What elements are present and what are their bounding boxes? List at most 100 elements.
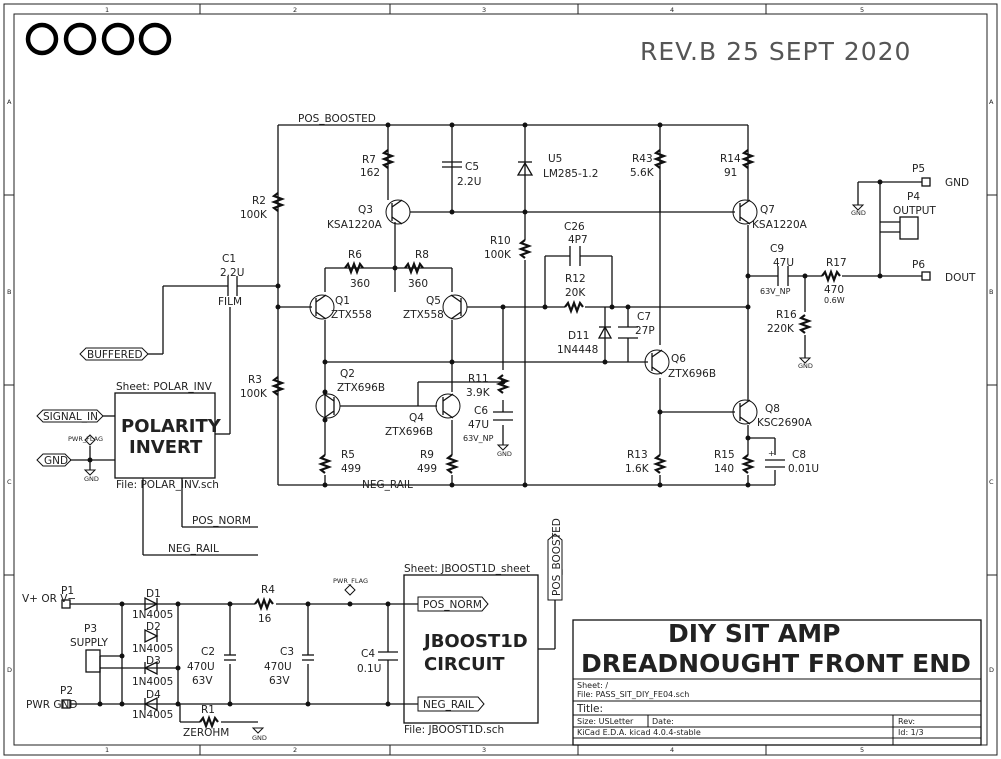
- border-col-3-b: 3: [482, 746, 486, 754]
- jboost-sheet-file: File: JBOOST1D.sch: [404, 724, 504, 736]
- r5-val: 499: [341, 463, 361, 475]
- r4-val: 16: [258, 613, 272, 625]
- port-buffered: BUFFERED: [87, 349, 143, 361]
- border-row-a: A: [7, 98, 12, 106]
- r9-ref: R9: [420, 449, 434, 461]
- border-row-b-r: B: [989, 288, 993, 296]
- net-pos-norm: POS_NORM: [192, 515, 251, 527]
- polar-sheet-name: Sheet: POLAR_INV: [116, 381, 213, 393]
- u5-val: LM285-1.2: [543, 168, 598, 180]
- r43-ref: R43: [632, 153, 653, 165]
- circle-1: [25, 22, 59, 56]
- r11-ref: R11: [468, 373, 489, 385]
- d3-val: 1N4005: [132, 676, 173, 688]
- c9-val: 47U: [773, 257, 794, 269]
- revision-text: REV.B 25 SEPT 2020: [640, 37, 911, 66]
- d1-ref: D1: [146, 588, 161, 600]
- c9-symbol: [777, 266, 789, 286]
- r13-symbol: [652, 454, 668, 474]
- r15-ref: R15: [714, 449, 735, 461]
- p1-val: V+ OR V−: [22, 593, 76, 605]
- border-row-a-r: A: [989, 98, 994, 106]
- p5-pad: [921, 177, 931, 187]
- port-shapes: [36, 347, 563, 712]
- c2-val: 470U: [187, 661, 215, 673]
- c26-val: 4P7: [568, 234, 588, 246]
- r12-val: 20K: [565, 287, 586, 299]
- d2-val: 1N4005: [132, 643, 173, 655]
- jboost-title-2: CIRCUIT: [424, 654, 505, 675]
- jboost-sheet-name: Sheet: JBOOST1D_sheet: [404, 563, 530, 575]
- c3-val: 470U: [264, 661, 292, 673]
- q8-symbol: [732, 399, 758, 425]
- output-connectors: [899, 177, 931, 281]
- r11-symbol: [495, 374, 511, 394]
- c3-extra: 63V: [269, 675, 290, 687]
- svg-text:+: +: [768, 449, 775, 458]
- c5-symbol: [442, 161, 462, 168]
- c9-ref: C9: [770, 243, 784, 255]
- r8-ref: R8: [415, 249, 429, 261]
- tb-id: Id: 1/3: [898, 728, 924, 737]
- r12-symbol: [564, 299, 584, 315]
- q3-symbol: [385, 199, 411, 225]
- diodes: [516, 161, 613, 339]
- q2-symbol: [315, 393, 341, 419]
- c6-val: 47U: [468, 419, 489, 431]
- circle-3: [101, 22, 135, 56]
- border-row-d-r: D: [989, 666, 994, 674]
- c1-ref: C1: [222, 253, 236, 265]
- tb-sheet: Sheet: /: [577, 681, 608, 690]
- net-gnd-out: GND: [945, 177, 969, 189]
- r10-ref: R10: [490, 235, 511, 247]
- c1-extra: FILM: [218, 296, 242, 308]
- port-pos-boosted: POS_BOOSTED: [551, 518, 563, 596]
- c8-symbol: +: [765, 449, 785, 468]
- polar-title-2: INVERT: [129, 437, 203, 458]
- net-dout: DOUT: [945, 272, 976, 284]
- tb-rev: Rev:: [898, 717, 915, 726]
- border-col-4: 4: [670, 6, 674, 14]
- labels: POS_BOOSTED NEG_RAIL R7 162 C5 2.2U U5 L…: [22, 113, 976, 742]
- r5-ref: R5: [341, 449, 355, 461]
- d11-ref: D11: [568, 330, 589, 342]
- c5-ref: C5: [465, 161, 479, 173]
- c1-val: 2.2U: [220, 267, 244, 279]
- q5-symbol: [442, 294, 468, 320]
- r5-symbol: [317, 454, 333, 474]
- p3-ref: P3: [84, 623, 97, 635]
- q8-ref: Q8: [765, 403, 780, 415]
- border-col-4-b: 4: [670, 746, 674, 754]
- d4-ref: D4: [146, 689, 161, 701]
- r2-symbol: [270, 192, 286, 212]
- border-row-c: C: [7, 478, 12, 486]
- c7-symbol: [618, 326, 638, 339]
- gnd-sym-1: GND: [851, 209, 866, 217]
- border-col-2: 2: [293, 6, 297, 14]
- r9-symbol: [444, 454, 460, 474]
- r4-ref: R4: [261, 584, 275, 596]
- r14-val: 91: [724, 167, 737, 179]
- u5-symbol: [516, 161, 534, 176]
- ground-symbols: [83, 204, 865, 734]
- r7-ref: R7: [362, 154, 376, 166]
- c4-ref: C4: [361, 648, 375, 660]
- r4-symbol: [254, 596, 274, 612]
- capacitors: +: [227, 161, 789, 468]
- c6-extra: 63V_NP: [463, 434, 494, 443]
- jboost-sheet-box: [403, 574, 539, 724]
- r8-val: 360: [408, 278, 428, 290]
- c26-symbol: [569, 246, 581, 266]
- pwr-flag-2: PWR_FLAG: [333, 577, 368, 585]
- q2-ref: Q2: [340, 368, 355, 380]
- r16-val: 220K: [767, 323, 795, 335]
- q1-ref: Q1: [335, 295, 350, 307]
- gnd-sym-2: GND: [798, 362, 813, 370]
- c8-val: 0.01U: [788, 463, 819, 475]
- c4-val: 0.1U: [357, 663, 381, 675]
- port-signal-in: SIGNAL_IN: [43, 411, 98, 423]
- c2-ref: C2: [201, 646, 215, 658]
- border-col-3: 3: [482, 6, 486, 14]
- circle-2: [63, 22, 97, 56]
